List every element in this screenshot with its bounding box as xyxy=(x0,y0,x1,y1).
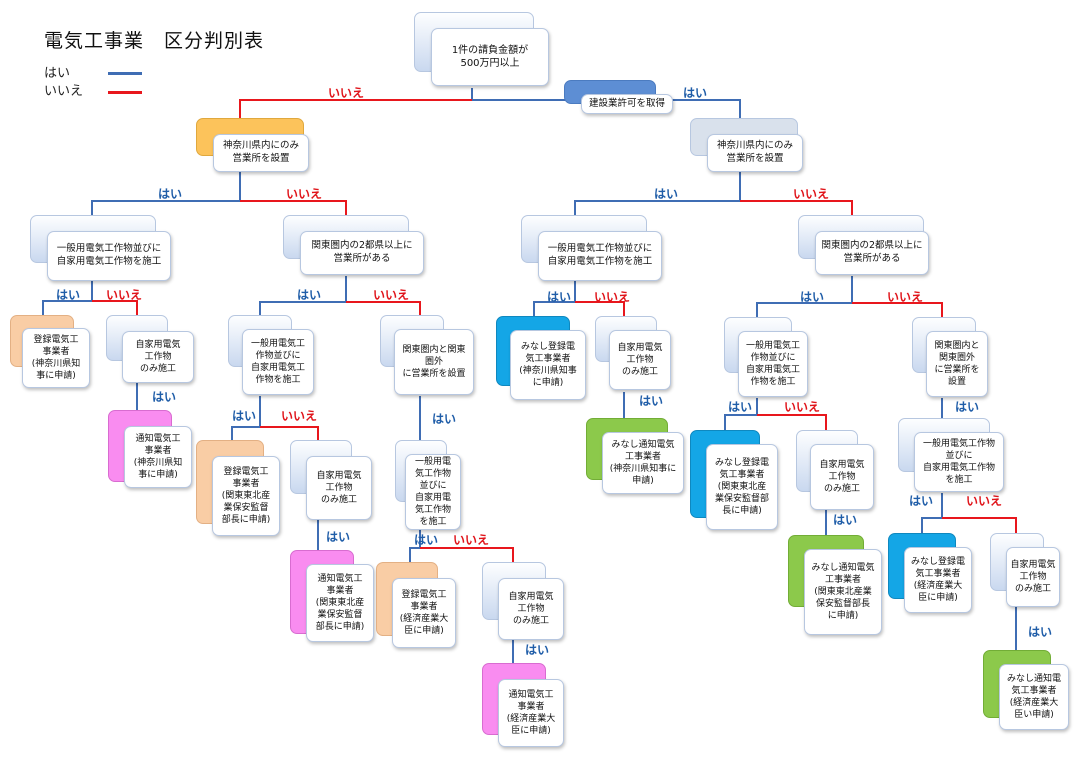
root-no-label: いいえ xyxy=(328,86,365,100)
selfonly4-yes-label: はい xyxy=(639,394,664,408)
node-right-kanto-text: 関東圏内の2都県以上に 営業所がある xyxy=(815,231,929,275)
selfonly2-yes-label: はい xyxy=(326,530,351,544)
node-general-2-text: 一般用電気工 作物並びに 自家用電気工 作物を施工 xyxy=(242,329,314,395)
node-general-5-text: 一般用電気工作物 並びに 自家用電気工作物 を施工 xyxy=(914,432,1004,492)
lkanto-yes-label: はい xyxy=(297,288,322,302)
node-registered-kanto-text: 登録電気工 事業者 (関東東北産 業保安監督 部長に申請) xyxy=(212,456,280,536)
node-kanto-outside-text: 関東圏内と関東 圏外 に営業所を設置 xyxy=(394,329,474,395)
kanagawa-r-yes-label: はい xyxy=(654,187,679,201)
kanto-outside-yes-label: はい xyxy=(432,412,457,426)
rgen-no-label: いいえ xyxy=(594,290,631,304)
gen5-yes-label: はい xyxy=(909,494,934,508)
node-root-text: 1件の請負金額が 500万円以上 xyxy=(431,28,549,86)
root-yes-label: はい xyxy=(683,86,708,100)
legend-yes-label: はい xyxy=(44,66,71,81)
node-selfonly-2-text: 自家用電気 工作物 のみ施工 xyxy=(306,456,372,520)
node-registered-meti-text: 登録電気工 事業者 (経済産業大 臣に申請) xyxy=(392,578,456,648)
node-general-3-text: 一般用電 気工作物 並びに 自家用電 気工作物 を施工 xyxy=(405,454,461,530)
kanto-outside2-yes-label: はい xyxy=(955,400,980,414)
node-deemed-notified-kanagawa-text: みなし通知電気 工事業者 (神奈川県知事に 申請) xyxy=(602,432,684,494)
node-deemed-registered-kanagawa-text: みなし登録電 気工事業者 (神奈川県知事 に申請) xyxy=(510,330,586,400)
node-notified-meti-text: 通知電気工 事業者 (経済産業大 臣に申請) xyxy=(498,679,564,747)
lkanto-no-label: いいえ xyxy=(373,288,410,302)
rkanto-yes-label: はい xyxy=(800,290,825,304)
node-right-general-text: 一般用電気工作物並びに 自家用電気工作物を施工 xyxy=(538,231,662,281)
selfonly3-yes-label: はい xyxy=(525,643,550,657)
selfonly5-yes-label: はい xyxy=(833,513,858,527)
rkanto-no-label: いいえ xyxy=(887,290,924,304)
gen3-yes-label: はい xyxy=(414,533,439,547)
lgen-yes-label: はい xyxy=(56,288,81,302)
node-selfonly-3-text: 自家用電気 工作物 のみ施工 xyxy=(498,578,564,640)
lgen-no-label: いいえ xyxy=(106,288,143,302)
legend-yes-line xyxy=(108,72,142,75)
node-left-general-text: 一般用電気工作物並びに 自家用電気工作物を施工 xyxy=(47,231,171,281)
node-deemed-registered-kanto-text: みなし登録電 気工事業者 (関東東北産 業保安監督部 長に申請) xyxy=(706,444,778,530)
selfonly6-yes-label: はい xyxy=(1028,625,1053,639)
gen4-yes-label: はい xyxy=(728,400,753,414)
node-permit-text: 建設業許可を取得 xyxy=(581,94,673,114)
node-selfonly-5-text: 自家用電気 工作物 のみ施工 xyxy=(810,444,874,510)
node-selfonly-1-text: 自家用電気 工作物 のみ施工 xyxy=(122,331,194,383)
kanagawa-r-no-label: いいえ xyxy=(793,187,830,201)
gen5-no-label: いいえ xyxy=(966,494,1003,508)
legend-no-label: いいえ xyxy=(44,84,84,99)
node-notified-kanto-text: 通知電気工 事業者 (関東東北産 業保安監督 部長に申請) xyxy=(306,564,374,642)
node-notified-kanagawa-text: 通知電気工 事業者 (神奈川県知 事に申請) xyxy=(124,426,192,488)
node-general-4-text: 一般用電気工 作物並びに 自家用電気工 作物を施工 xyxy=(738,331,808,397)
gen2-yes-label: はい xyxy=(232,409,257,423)
selfonly1-yes-label: はい xyxy=(152,390,177,404)
node-deemed-notified-kanto-text: みなし通知電気 工事業者 (関東東北産業 保安監督部長 に申請) xyxy=(804,549,882,635)
node-selfonly-6-text: 自家用電気 工作物 のみ施工 xyxy=(1006,547,1060,607)
kanagawa-l-no-label: いいえ xyxy=(286,187,323,201)
gen4-no-label: いいえ xyxy=(784,400,821,414)
node-kanto-outside-2-text: 関東圏内と 関東圏外 に営業所を 設置 xyxy=(926,331,988,397)
gen2-no-label: いいえ xyxy=(281,409,318,423)
node-deemed-notified-meti-text: みなし通知電 気工事業者 (経済産業大 臣い申請) xyxy=(999,664,1069,730)
node-deemed-registered-meti-text: みなし登録電 気工事業者 (経済産業大 臣に申請) xyxy=(904,547,972,613)
rgen-yes-label: はい xyxy=(547,290,572,304)
node-left-kanto-text: 関東圏内の2都県以上に 営業所がある xyxy=(300,231,424,275)
gen3-no-label: いいえ xyxy=(453,533,490,547)
legend-no-line xyxy=(108,91,142,94)
node-kanagawa-right-text: 神奈川県内にのみ 営業所を設置 xyxy=(707,134,803,172)
node-selfonly-4-text: 自家用電気 工作物 のみ施工 xyxy=(609,330,671,390)
kanagawa-l-yes-label: はい xyxy=(158,187,183,201)
node-registered-kanagawa-text: 登録電気工 事業者 (神奈川県知 事に申請) xyxy=(22,328,90,388)
page-title: 電気工事業 区分判別表 xyxy=(44,30,265,52)
node-kanagawa-left-text: 神奈川県内にのみ 営業所を設置 xyxy=(213,134,309,172)
